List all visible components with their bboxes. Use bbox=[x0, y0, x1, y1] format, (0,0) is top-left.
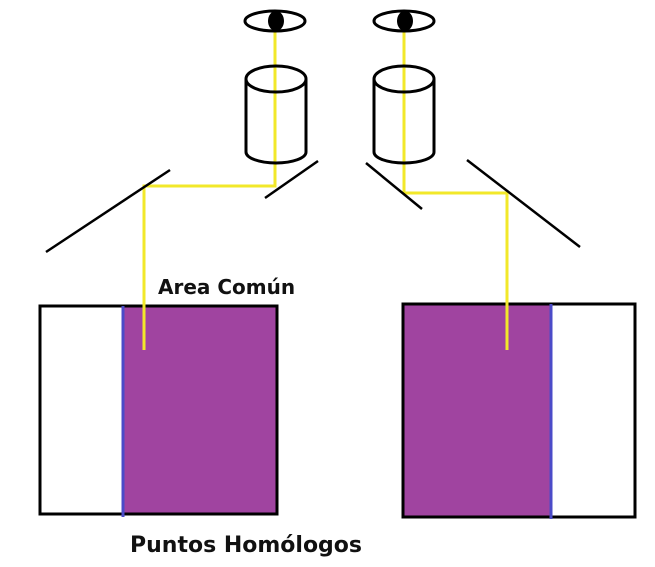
left-ray bbox=[142, 28, 277, 350]
left-photo bbox=[38, 304, 279, 517]
homologous-points-label: Puntos Homólogos bbox=[130, 533, 362, 558]
left-lens-icon bbox=[244, 64, 308, 165]
common-area-label: Area Común bbox=[158, 275, 295, 299]
right-large-mirror bbox=[466, 159, 581, 248]
left-small-mirror bbox=[264, 159, 319, 200]
left-eye-icon bbox=[243, 9, 307, 33]
right-photo bbox=[401, 302, 637, 519]
left-common-area bbox=[123, 307, 276, 513]
right-common-area bbox=[404, 305, 551, 516]
right-ray bbox=[402, 28, 509, 350]
right-eye-icon bbox=[372, 9, 436, 33]
right-small-mirror bbox=[365, 162, 423, 210]
left-large-mirror bbox=[45, 168, 171, 254]
right-lens-icon bbox=[372, 64, 436, 165]
